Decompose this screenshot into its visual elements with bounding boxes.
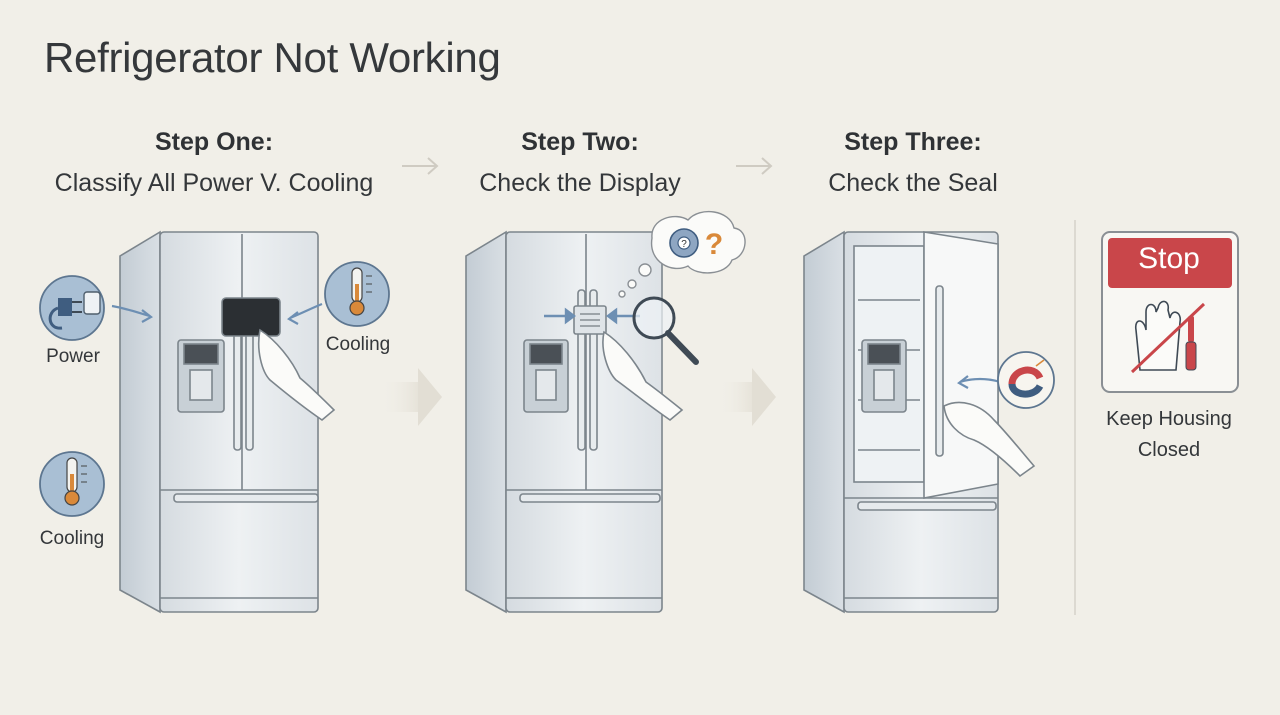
fridge-three-icon <box>803 230 1036 614</box>
fridge-one-icon <box>119 230 336 614</box>
cooling-label-bottom: Cooling <box>39 528 105 549</box>
step-three-name: Step Three: <box>844 128 982 156</box>
stop-caption: Keep Housing Closed <box>1106 408 1232 461</box>
step-three-header: Step Three: Check the Seal <box>733 128 1093 198</box>
header-arrow-two-icon <box>736 157 773 175</box>
cooling-label-top: Cooling <box>325 334 391 355</box>
svg-text:?: ? <box>681 239 687 250</box>
thermometer-top-icon <box>324 261 390 327</box>
thermometer-bottom-icon <box>39 451 105 517</box>
page-title: Refrigerator Not Working <box>44 34 501 81</box>
flow-arrow-two-icon <box>718 368 776 426</box>
step-two-desc: Check the Display <box>479 169 681 197</box>
magnifier-icon <box>632 296 699 365</box>
seal-arrow-icon <box>957 375 1001 389</box>
power-label: Power <box>46 346 100 367</box>
fridge-two-icon <box>465 230 684 614</box>
power-plug-icon <box>39 275 105 341</box>
step-one-name: Step One: <box>154 128 274 156</box>
step-one-header: Step One: Classify All Power V. Cooling <box>34 128 394 198</box>
step-one-desc: Classify All Power V. Cooling <box>54 169 374 197</box>
stop-word: Stop <box>1138 242 1200 275</box>
step-two-name: Step Two: <box>521 128 639 156</box>
stop-sign-icon <box>1101 231 1239 393</box>
gear-question-icon: ? ? <box>669 228 723 261</box>
flow-arrow-one-icon <box>380 368 442 426</box>
svg-text:?: ? <box>705 228 723 261</box>
step-three-desc: Check the Seal <box>828 169 998 197</box>
header-arrow-one-icon <box>402 157 439 175</box>
pointer-arrow-power-icon <box>111 304 153 323</box>
section-divider <box>1074 220 1076 615</box>
magnet-icon <box>997 351 1055 409</box>
pointer-arrow-cooling-icon <box>287 302 323 325</box>
step-two-header: Step Two: Check the Display <box>400 128 760 198</box>
